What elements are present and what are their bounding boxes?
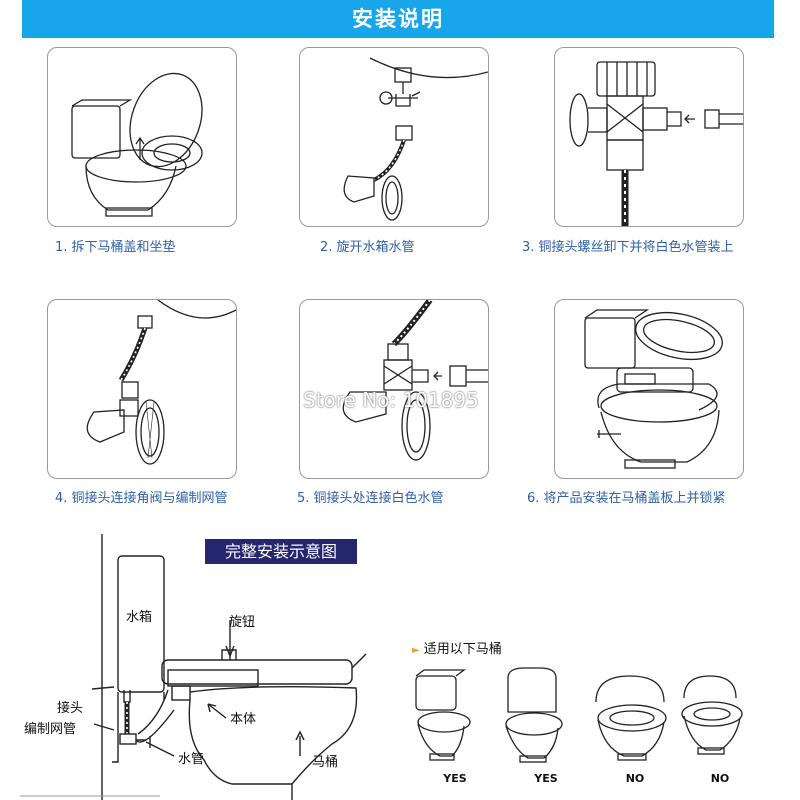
toilet-type-1-icon bbox=[415, 669, 471, 761]
step-4-panel bbox=[47, 299, 237, 479]
toilet-type-4-icon bbox=[681, 675, 743, 755]
step-6-panel bbox=[554, 299, 744, 479]
step-1-caption: 1. 拆下马桶盖和坐垫 bbox=[55, 240, 176, 255]
toilet-types bbox=[415, 667, 743, 763]
verdict-1: YES bbox=[443, 772, 467, 785]
step-3-illustration bbox=[569, 61, 743, 226]
suitability-heading-text: 适用以下马桶 bbox=[423, 642, 502, 657]
assembly-diagram bbox=[20, 534, 367, 800]
step-3-caption: 3. 铜接头螺丝卸下并将白色水管装上 bbox=[522, 240, 734, 255]
verdict-3: NO bbox=[625, 772, 645, 785]
assembly-title: 完整安装示意图 bbox=[205, 539, 357, 564]
label-knob: 旋钮 bbox=[229, 615, 256, 630]
bullet-arrow-icon: ► bbox=[412, 645, 420, 656]
label-braided-hose: 编制网管 bbox=[24, 722, 77, 737]
step-2-illustration bbox=[343, 57, 488, 221]
label-toilet: 马桶 bbox=[312, 755, 339, 770]
instructions-banner: 安装说明 bbox=[22, 0, 774, 38]
step-3-panel bbox=[554, 47, 744, 227]
verdict-4: NO bbox=[710, 772, 730, 785]
step-4-illustration bbox=[86, 300, 236, 465]
step-5-panel bbox=[299, 299, 489, 479]
suitability-heading: ►适用以下马桶 bbox=[412, 638, 502, 657]
step-1-illustration bbox=[71, 72, 203, 217]
step-2-panel bbox=[299, 47, 489, 227]
toilet-type-3-icon bbox=[595, 675, 667, 761]
step-5-caption: 5. 铜接头处连接白色水管 bbox=[297, 491, 444, 506]
label-joint: 接头 bbox=[57, 701, 84, 716]
label-water-pipe: 水管 bbox=[178, 752, 205, 767]
step-5-illustration bbox=[342, 300, 488, 461]
step-6-caption: 6. 将产品安装在马桶盖板上并锁紧 bbox=[527, 491, 726, 506]
step-2-caption: 2. 旋开水箱水管 bbox=[320, 240, 415, 255]
verdict-2: YES bbox=[534, 772, 558, 785]
step-4-caption: 4. 铜接头连接角阀与编制网管 bbox=[55, 491, 228, 506]
label-tank: 水箱 bbox=[126, 610, 153, 625]
step-1-panel bbox=[47, 47, 237, 227]
step-6-illustration bbox=[584, 309, 723, 469]
toilet-type-2-icon bbox=[505, 667, 563, 763]
label-body: 本体 bbox=[230, 712, 257, 727]
store-watermark: Store No: 101895 bbox=[303, 388, 479, 412]
